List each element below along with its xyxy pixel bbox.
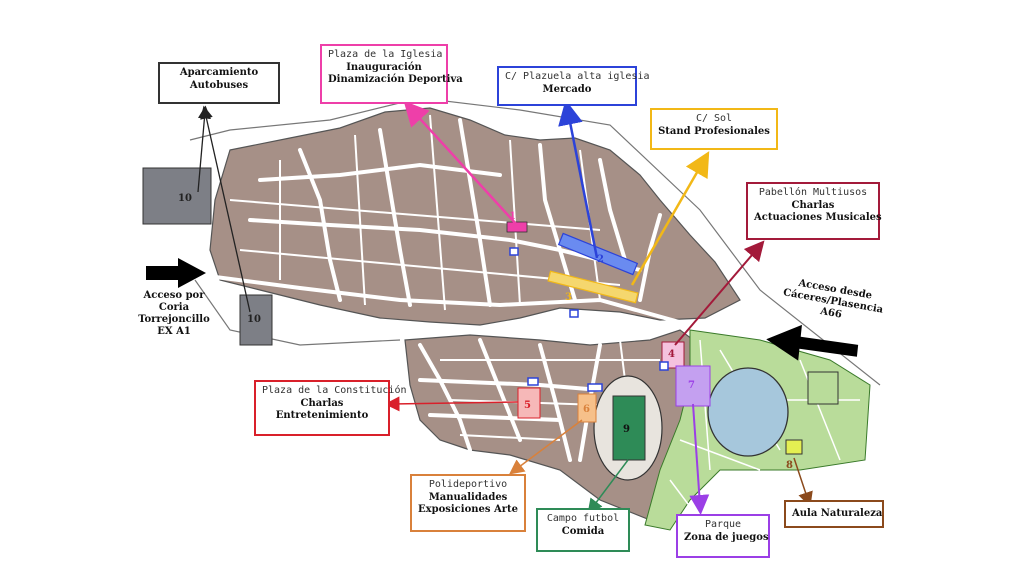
label-parque: Parque Zona de juegos bbox=[676, 514, 770, 558]
parque-title: Parque bbox=[704, 519, 742, 530]
access-arrow-west bbox=[146, 258, 206, 288]
access-arrow-east bbox=[766, 324, 859, 361]
arrow-pabellon bbox=[674, 240, 765, 346]
bus-parking-north bbox=[142, 167, 212, 225]
sol-title: C/ Sol bbox=[695, 113, 733, 124]
constitucion-title: Plaza de la Constitución bbox=[262, 385, 407, 396]
access-west-text: Acceso por Coria Torrejoncillo EX A1 bbox=[138, 290, 210, 337]
arrow-campo bbox=[587, 459, 629, 514]
arrow-iglesia bbox=[403, 100, 518, 226]
aparcamiento-line2: Autobuses bbox=[189, 79, 249, 91]
label-campo-futbol: Campo futbol Comida bbox=[536, 508, 630, 552]
arrow-parque bbox=[689, 403, 710, 515]
sol-line1: Stand Profesionales bbox=[658, 125, 770, 137]
constitucion-line1: Charlas bbox=[300, 397, 344, 409]
pabellon-line1: Charlas bbox=[791, 199, 835, 211]
label-pabellon-multiusos: Pabellón Multiusos Charlas Actuaciones M… bbox=[746, 182, 882, 240]
arrow-polideportivo bbox=[508, 419, 583, 475]
label-calle-sol: C/ Sol Stand Profesionales bbox=[650, 108, 778, 150]
arrow-plazuela bbox=[558, 99, 599, 259]
small-blue-markers bbox=[509, 247, 669, 392]
site-6-number: 6 bbox=[583, 404, 590, 415]
site-8-highlight bbox=[785, 439, 803, 455]
parque-line1: Zona de juegos bbox=[684, 531, 769, 543]
arrow-parking-north bbox=[197, 105, 211, 193]
site-5-highlight bbox=[517, 387, 541, 419]
site-7-number: 7 bbox=[688, 380, 695, 391]
label-aparcamiento-autobuses: Aparcamiento Autobuses bbox=[158, 62, 280, 104]
iglesia-line2: Dinamización Deportiva bbox=[328, 74, 463, 85]
arrow-parking-south bbox=[200, 105, 251, 313]
site-10-number-north: 10 bbox=[178, 193, 192, 204]
plazuela-line1: Mercado bbox=[542, 83, 592, 95]
polideportivo-line2: Exposiciones Arte bbox=[418, 504, 518, 515]
label-polideportivo: Polideportivo Manualidades Exposiciones … bbox=[410, 474, 526, 532]
campo-line1: Comida bbox=[561, 525, 605, 537]
pabellon-line2: Actuaciones Musicales bbox=[754, 212, 882, 223]
park-building bbox=[807, 371, 839, 405]
arrow-aula bbox=[793, 457, 813, 508]
aparcamiento-line1: Aparcamiento bbox=[179, 67, 259, 78]
iglesia-title: Plaza de la Iglesia bbox=[328, 49, 443, 60]
iglesia-line1: Inauguración bbox=[346, 61, 422, 73]
site-5-number: 5 bbox=[524, 400, 531, 411]
aula-line1: Aula Naturaleza bbox=[792, 508, 883, 519]
site-8-number: 8 bbox=[786, 460, 793, 471]
site-3-highlight bbox=[547, 270, 639, 304]
football-field bbox=[612, 395, 646, 461]
site-9-number: 9 bbox=[623, 424, 630, 435]
site-3-number: 3 bbox=[565, 292, 572, 303]
campo-title: Campo futbol bbox=[546, 513, 620, 524]
polideportivo-title: Polideportivo bbox=[428, 479, 508, 490]
polideportivo-line1: Manualidades bbox=[428, 491, 508, 503]
label-plazuela-alta: C/ Plazuela alta iglesia Mercado bbox=[497, 66, 650, 106]
streets bbox=[198, 118, 762, 462]
lake bbox=[707, 367, 789, 457]
site-1-highlight bbox=[506, 221, 528, 233]
arrow-constitucion bbox=[384, 396, 519, 412]
plazuela-title: C/ Plazuela alta iglesia bbox=[505, 71, 650, 82]
label-aula-naturaleza: Aula Naturaleza bbox=[784, 500, 884, 528]
site-4-number: 4 bbox=[668, 349, 675, 360]
label-plaza-iglesia: Plaza de la Iglesia Inauguración Dinamiz… bbox=[320, 44, 463, 104]
pabellon-title: Pabellón Multiusos bbox=[758, 187, 868, 198]
site-2-highlight bbox=[557, 232, 639, 276]
bus-parking-south bbox=[239, 294, 273, 346]
site-2-number: 2 bbox=[597, 254, 604, 265]
site-6-highlight bbox=[577, 393, 597, 423]
arrow-sol bbox=[630, 151, 710, 286]
site-10-number-south: 10 bbox=[247, 314, 261, 325]
label-plaza-constitucion: Plaza de la Constitución Charlas Entrete… bbox=[254, 380, 407, 436]
site-1-number: 1 bbox=[509, 211, 516, 222]
constitucion-line2: Entretenimiento bbox=[275, 410, 369, 421]
